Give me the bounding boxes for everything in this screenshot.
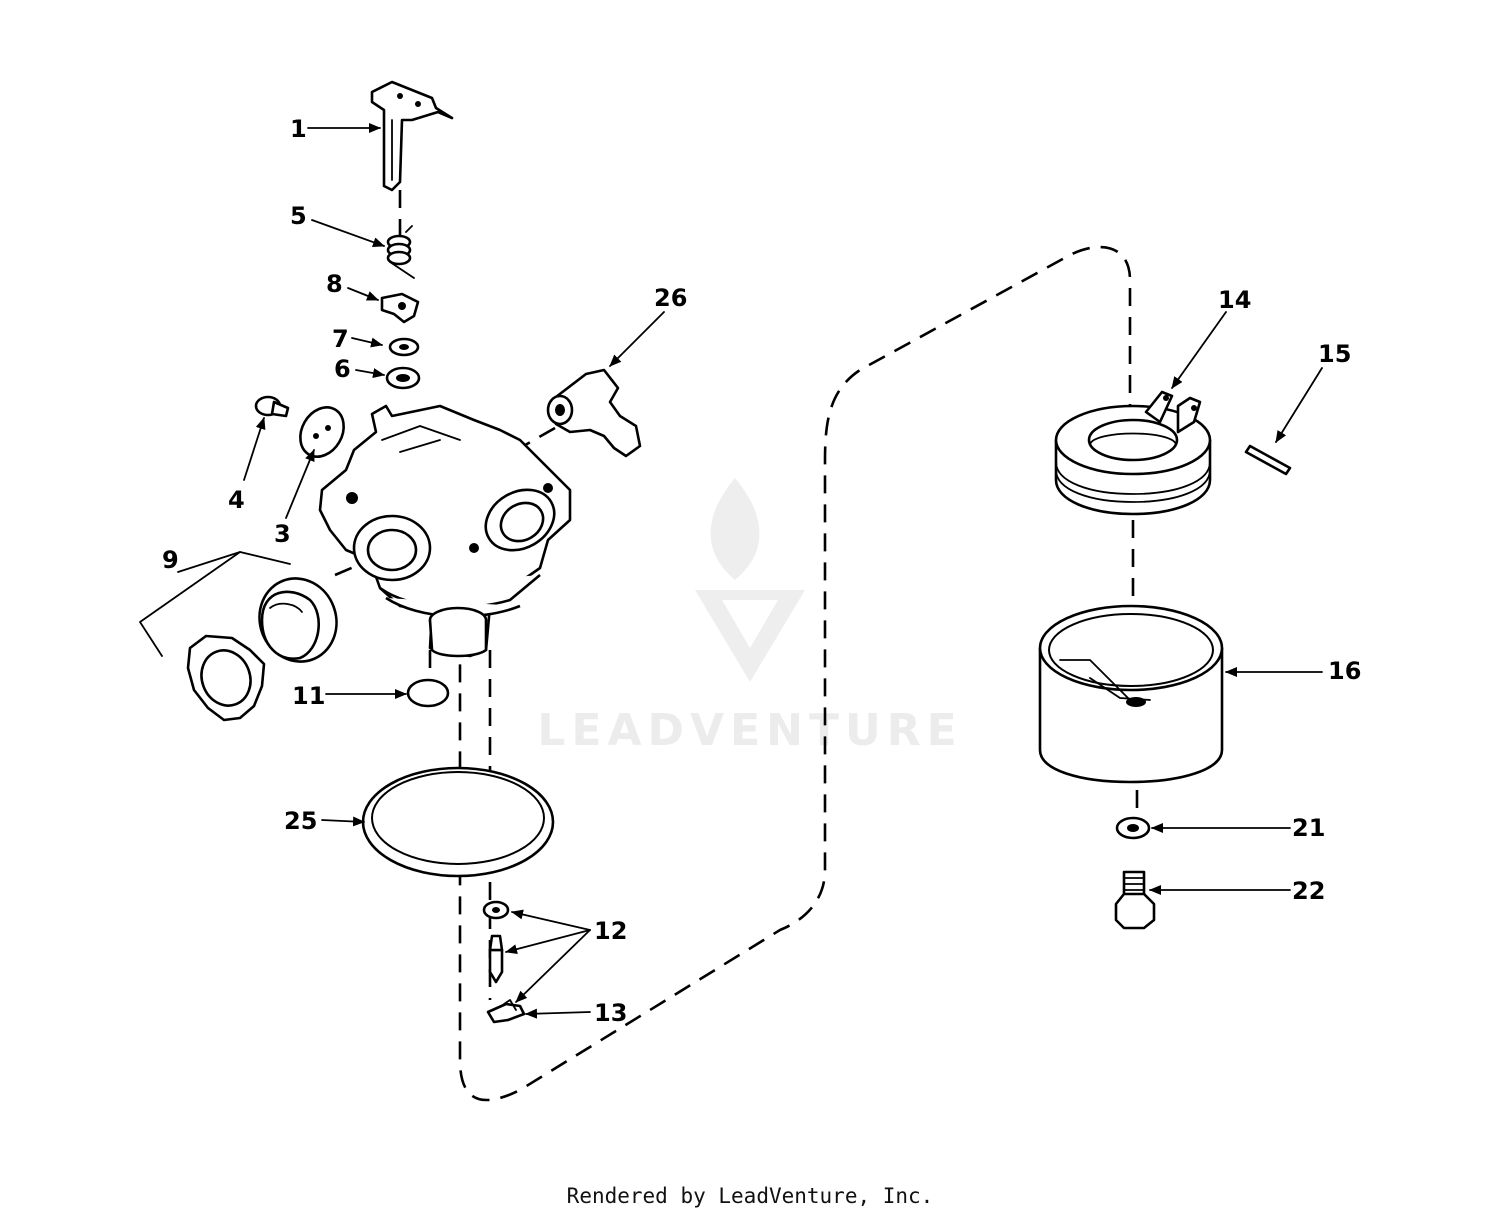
callout-15: 15 [1318, 340, 1351, 368]
part-carburetor-body [318, 404, 572, 658]
callout-21: 21 [1292, 814, 1325, 842]
part-throttle-shaft [370, 80, 454, 192]
callout-26: 26 [654, 284, 687, 312]
part-fuel-fitting [546, 368, 642, 458]
part-washer-6 [385, 366, 421, 390]
part-bowl-washer [1115, 816, 1151, 840]
callout-3: 3 [274, 520, 291, 548]
watermark-logo [695, 478, 805, 682]
leader-lines [139, 123, 1323, 1019]
callout-9: 9 [162, 546, 179, 574]
part-welch-plug [406, 678, 450, 708]
part-float-bowl [1038, 604, 1224, 784]
footer-credit: Rendered by LeadVenture, Inc. [566, 1184, 934, 1208]
callout-25: 25 [284, 807, 317, 835]
part-float-pin [1244, 444, 1292, 476]
callout-5: 5 [290, 202, 307, 230]
part-primer-bulb [258, 577, 338, 663]
assembly-path-line [458, 245, 1132, 1102]
part-needle-clip [486, 999, 526, 1024]
callout-6: 6 [334, 355, 351, 383]
callout-4: 4 [228, 486, 245, 514]
callout-14: 14 [1218, 286, 1251, 314]
part-inlet-seat [482, 900, 510, 920]
callout-22: 22 [1292, 877, 1325, 905]
callout-12: 12 [594, 917, 627, 945]
callout-7: 7 [332, 325, 349, 353]
callout-13: 13 [594, 999, 627, 1027]
callout-1: 1 [290, 115, 307, 143]
callout-11: 11 [292, 682, 325, 710]
part-throttle-plate [299, 406, 345, 458]
part-spring [386, 225, 415, 279]
part-inlet-needle [488, 934, 504, 984]
part-bowl-gasket [361, 766, 555, 878]
part-dust-seal [380, 292, 420, 324]
callout-16: 16 [1328, 657, 1361, 685]
watermark-text: LEADVENTURE [537, 705, 962, 756]
part-primer-retainer [186, 634, 266, 722]
callout-8: 8 [326, 270, 343, 298]
part-bowl-nut [1114, 870, 1156, 930]
part-float [1054, 390, 1212, 516]
part-washer-7 [388, 337, 420, 357]
part-screw [254, 395, 290, 418]
